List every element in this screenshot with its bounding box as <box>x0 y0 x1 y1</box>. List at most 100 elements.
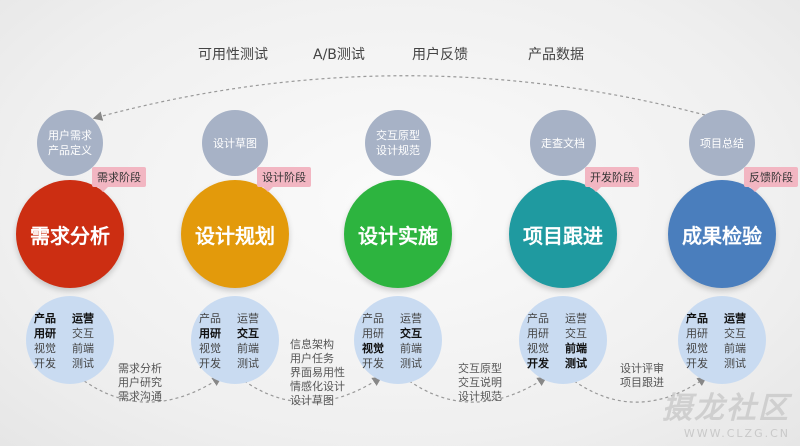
deliverable-label: 用户需求 <box>48 129 92 142</box>
note-item: 设计规范 <box>458 390 502 403</box>
role-label: 测试 <box>400 357 422 370</box>
top-label-feedback: 用户反馈 <box>412 47 468 63</box>
role-label: 产品 <box>199 312 221 325</box>
stage-title: 设计实施 <box>358 223 438 248</box>
role-label: 运营 <box>237 312 259 325</box>
flow-arc-4 <box>559 369 707 403</box>
stage-title: 需求分析 <box>30 223 110 248</box>
role-label: 运营 <box>72 312 94 325</box>
note-item: 情感化设计 <box>290 380 345 393</box>
deliverable-label: 产品定义 <box>48 144 92 157</box>
role-label: 测试 <box>565 357 587 370</box>
role-label: 视觉 <box>527 342 549 355</box>
role-label: 开发 <box>686 357 708 370</box>
stage-design-implementation-roles-circle: 产品 运营用研 交互视觉 前端开发 测试 <box>354 296 442 384</box>
role-label: 前端 <box>400 342 422 355</box>
role-label: 产品 <box>362 312 384 325</box>
feedback-loop-arc <box>92 75 706 121</box>
deliverable-label: 走查文档 <box>541 136 585 150</box>
role-label: 运营 <box>724 312 746 325</box>
note-item: 交互原型 <box>458 362 502 375</box>
stage-result-validation-deliverable-circle: 项目总结 <box>689 110 755 176</box>
stage-design-planning-notes: 信息架构用户任务界面易用性情感化设计设计草图 <box>290 338 345 408</box>
role-label: 交互 <box>565 327 587 340</box>
role-label: 前端 <box>565 342 587 355</box>
role-label: 视觉 <box>34 342 56 355</box>
role-label: 视觉 <box>686 342 708 355</box>
note-item: 设计评审 <box>620 362 664 375</box>
note-item: 项目跟进 <box>620 376 664 389</box>
top-label-ab-test: A/B测试 <box>313 47 365 63</box>
note-item: 信息架构 <box>290 338 334 351</box>
deliverable-label: 设计规范 <box>376 144 420 157</box>
role-label: 开发 <box>199 357 221 370</box>
stage-requirements-phase-tag: 需求阶段 <box>92 167 146 192</box>
stage-design-implementation-circle: 设计实施 <box>344 180 452 288</box>
stage-design-implementation-deliverable-circle: 交互原型设计规范 <box>365 110 431 176</box>
note-item: 需求沟通 <box>118 390 162 403</box>
stage-design-implementation-notes: 交互原型交互说明设计规范 <box>458 362 502 404</box>
stage-title: 项目跟进 <box>523 223 603 248</box>
role-label: 运营 <box>565 312 587 325</box>
role-label: 前端 <box>237 342 259 355</box>
watermark-logo: 摄龙社区 WWW.CLZG.CN <box>662 383 790 440</box>
flow-arc-2 <box>229 369 383 403</box>
top-label-product-data: 产品数据 <box>528 47 584 63</box>
note-item: 用户研究 <box>118 376 162 389</box>
flow-arc-3 <box>394 369 548 403</box>
role-label: 视觉 <box>199 342 221 355</box>
stage-title: 成果检验 <box>682 223 762 248</box>
note-item: 需求分析 <box>118 362 162 375</box>
stage-requirements-roles-circle: 产品 运营用研 交互视觉 前端开发 测试 <box>26 296 114 384</box>
stage-result-validation-roles-circle: 产品 运营用研 交互视觉 前端开发 测试 <box>678 296 766 384</box>
role-label: 用研 <box>34 327 56 340</box>
role-label: 运营 <box>400 312 422 325</box>
stage-project-followup-circle: 项目跟进 <box>509 180 617 288</box>
role-label: 开发 <box>362 357 384 370</box>
stage-result-validation-circle: 成果检验 <box>668 180 776 288</box>
role-label: 交互 <box>724 327 746 340</box>
role-label: 开发 <box>34 357 56 370</box>
deliverable-label: 交互原型 <box>376 129 420 142</box>
note-item: 设计草图 <box>290 394 334 407</box>
role-label: 交互 <box>400 327 422 340</box>
role-label: 测试 <box>72 357 94 370</box>
role-label: 用研 <box>686 327 708 340</box>
note-item: 交互说明 <box>458 376 502 389</box>
note-item: 用户任务 <box>290 352 334 365</box>
stage-requirements-deliverable-circle: 用户需求产品定义 <box>37 110 103 176</box>
deliverable-label: 设计草图 <box>213 136 257 150</box>
stage-design-planning-circle: 设计规划 <box>181 180 289 288</box>
stage-title: 设计规划 <box>195 223 275 248</box>
watermark-url: WWW.CLZG.CN <box>683 427 790 440</box>
role-label: 测试 <box>724 357 746 370</box>
role-label: 测试 <box>237 357 259 370</box>
stage-design-planning-phase-tag: 设计阶段 <box>257 167 311 192</box>
deliverable-label: 项目总结 <box>700 136 744 150</box>
stage-requirements-circle: 需求分析 <box>16 180 124 288</box>
stage-design-planning-roles-circle: 产品 运营用研 交互视觉 前端开发 测试 <box>191 296 279 384</box>
stage-result-validation-phase-tag: 反馈阶段 <box>744 167 798 192</box>
stage-project-followup-deliverable-circle: 走查文档 <box>530 110 596 176</box>
role-label: 用研 <box>362 327 384 340</box>
role-label: 视觉 <box>362 342 384 355</box>
stage-project-followup-roles-circle: 产品运营用研交互视觉前端开发测试 <box>519 296 607 384</box>
role-label: 交互 <box>72 327 94 340</box>
note-item: 界面易用性 <box>290 366 345 379</box>
role-label: 用研 <box>199 327 221 340</box>
role-label: 交互 <box>237 327 259 340</box>
stage-design-planning-deliverable-circle: 设计草图 <box>202 110 268 176</box>
role-label: 前端 <box>724 342 746 355</box>
flow-arc-1 <box>69 369 223 403</box>
stage-requirements-notes: 需求分析用户研究需求沟通 <box>118 362 162 404</box>
stage-project-followup-notes: 设计评审项目跟进 <box>620 362 664 390</box>
watermark-text: 摄龙社区 <box>662 391 790 426</box>
top-label-usability: 可用性测试 <box>198 47 268 63</box>
role-label: 开发 <box>527 357 549 370</box>
role-label: 前端 <box>72 342 94 355</box>
role-label: 产品 <box>686 312 708 325</box>
stage-project-followup-phase-tag: 开发阶段 <box>585 167 639 192</box>
role-label: 产品 <box>34 312 56 325</box>
